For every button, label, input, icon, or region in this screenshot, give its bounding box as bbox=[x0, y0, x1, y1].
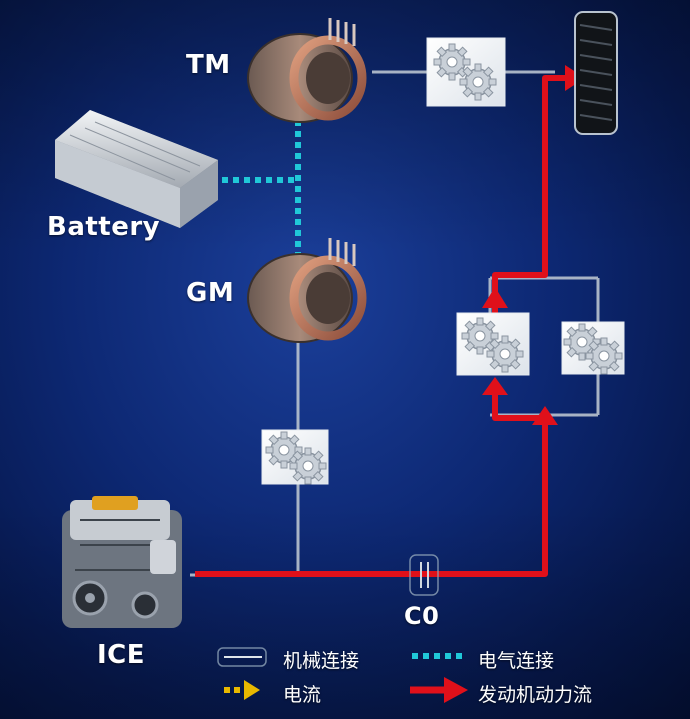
legend-power-flow-label: 发动机动力流 bbox=[478, 684, 593, 706]
legend-current-swatch bbox=[224, 680, 260, 700]
gear-icon bbox=[261, 429, 329, 485]
motor-icon bbox=[247, 238, 367, 343]
label-battery: Battery bbox=[47, 212, 161, 242]
motor-icon bbox=[247, 18, 367, 123]
clutch-icon bbox=[409, 554, 439, 596]
electrical-connection-lines bbox=[222, 120, 301, 262]
mechanical-connection-lines bbox=[190, 70, 600, 577]
battery-icon bbox=[55, 110, 218, 228]
engine-icon bbox=[62, 496, 182, 628]
gear-icon bbox=[426, 37, 506, 107]
gear-icon bbox=[561, 321, 625, 375]
legend-mechanical-label: 机械连接 bbox=[283, 650, 360, 672]
legend-power-flow-swatch bbox=[410, 677, 468, 703]
gear-icon bbox=[456, 312, 530, 376]
label-c0: C0 bbox=[404, 602, 440, 630]
legend-mechanical-swatch bbox=[217, 647, 267, 667]
label-tm: TM bbox=[186, 50, 231, 80]
tire-icon bbox=[574, 11, 618, 135]
legend-current-label: 电流 bbox=[283, 684, 322, 706]
power-flow-arrowheads bbox=[482, 65, 585, 425]
label-gm: GM bbox=[186, 278, 235, 308]
legend-electrical-label: 电气连接 bbox=[478, 650, 555, 672]
label-ice: ICE bbox=[97, 640, 146, 670]
